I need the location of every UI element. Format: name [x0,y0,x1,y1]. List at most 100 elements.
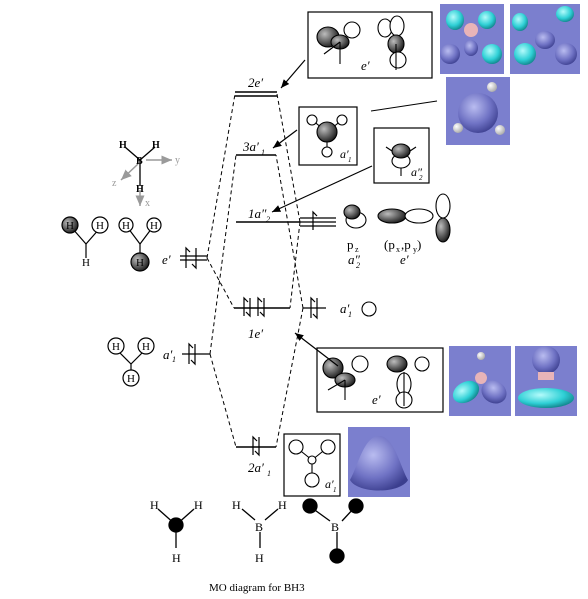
molecule-left [157,508,195,548]
molecule-middle [241,508,279,548]
box-label-a2-dprime: a″ [411,165,423,179]
label-boron-e-prime: e′ [400,252,409,267]
h-filled [302,498,318,514]
electron-up [257,296,263,316]
label-3a1-prime: 3a′ [242,139,259,154]
mo-electrons [243,296,265,457]
diagram-caption: MO diagram for BH3 [209,582,305,594]
box-3a1-prime-sketch [306,114,348,158]
atom-h: H [194,498,203,512]
box-1a2-dprime-sketch [385,143,417,176]
atom-b: B [136,156,143,167]
render-1e-prime-2 [515,346,577,416]
axis-z [120,163,139,181]
label-1a2-dprime: 1a″ [248,206,267,221]
label-boron-a2-dprime-sub: 2 [356,261,360,270]
atom-h: H [96,220,104,232]
atom-h: H [82,257,90,269]
box-label-a1-prime: a′ [340,147,349,161]
label-px-sub: x [396,245,400,254]
label-1e-prime: 1e′ [248,326,263,341]
arrow-to-3a1-prime [272,129,298,149]
render-2e-prime-1 [440,4,504,74]
axis-label-z: z [112,178,117,189]
atom-h: H [278,498,287,512]
h-filled [348,498,364,514]
ligand-label-e-prime: e′ [162,252,171,267]
atom-h: H [255,551,264,565]
box-1e-prime-sketch-2 [386,355,430,409]
h-orbital-open [122,369,140,387]
electron-up [252,435,258,455]
h-orbital-dark [61,216,79,234]
axes-molecule [120,146,172,206]
h-orbital-open [107,337,125,355]
box-label-a2-dprime-sub: 2 [419,174,423,182]
boron-filled [168,517,184,533]
box-2e-prime-sketch-1 [316,21,361,64]
ligand-levels [180,246,210,366]
label-boron-a2-dprime: a″ [348,252,361,267]
label-3a1-prime-sub: 1 [261,148,265,157]
box-label-mid-e-prime: e′ [372,392,381,407]
ligand-salc-e-prime-2 [118,217,162,272]
label-1a2-dprime-sub: 2 [266,215,270,224]
boron-s-orbital [361,301,377,317]
render-3a1-prime [446,77,510,145]
h-orbital-dark [130,252,150,272]
atom-h: H [136,184,144,195]
box-1e-prime-sketch-1 [322,355,369,400]
arrow-to-1a2-dprime [271,165,373,213]
atom-b: B [255,520,263,534]
arrow-to-2e-prime [280,59,306,89]
label-boron-a1-prime: a′ [340,301,350,316]
atom-h: H [127,373,135,385]
atom-h: H [119,140,127,151]
ligand-salc-a1-prime [107,337,155,387]
h-orbital-open [91,216,109,234]
atom-h: H [232,498,241,512]
electron-down [245,298,251,318]
arrow-to-1e-prime [294,332,339,367]
label-pxpy-close: ) [417,237,421,252]
mo-levels [234,91,300,448]
h-orbital-open [118,217,134,233]
electron-up [243,296,249,316]
render-1e-prime-1 [449,346,511,416]
atom-h: H [150,220,158,232]
label-pz: p [347,237,354,252]
box-label-bottom-a1-prime: a′ [325,477,334,491]
atom-h: H [172,551,181,565]
label-2a1-prime: 2a′ [248,460,264,475]
ligand-label-a1-prime: a′ [163,347,173,362]
h-orbital-open [146,217,162,233]
box-label-top-e-prime: e′ [361,58,370,73]
pointer-3a1-render [370,100,438,112]
render-2a1-prime [348,427,410,497]
atom-h: H [112,341,120,353]
h-filled [329,548,345,564]
atom-h: H [122,220,130,232]
box-label-bottom-a1-prime-sub: 1 [333,486,337,494]
label-pxpy-open: (p [384,237,395,252]
axis-label-x: x [145,198,150,209]
label-boron-a1-prime-sub: 1 [348,310,352,319]
atom-b: B [331,520,339,534]
pz-orbital [343,204,367,229]
label-pz-sub: z [355,245,359,254]
h-orbital-open [137,337,155,355]
electron-down [254,437,260,457]
atom-h: H [152,140,160,151]
electron-down [259,298,265,318]
box-2e-prime-sketch-2 [377,15,407,70]
label-2a1-prime-sub: 1 [267,469,271,478]
atom-h: H [66,220,74,232]
box-label-a1-prime-sub: 1 [348,156,352,164]
py-orbital [435,193,451,243]
atom-h: H [136,257,144,269]
boron-levels [300,210,336,320]
molecule-right [302,498,364,564]
label-comma-py: ,p [401,237,411,252]
atom-h: H [150,498,159,512]
